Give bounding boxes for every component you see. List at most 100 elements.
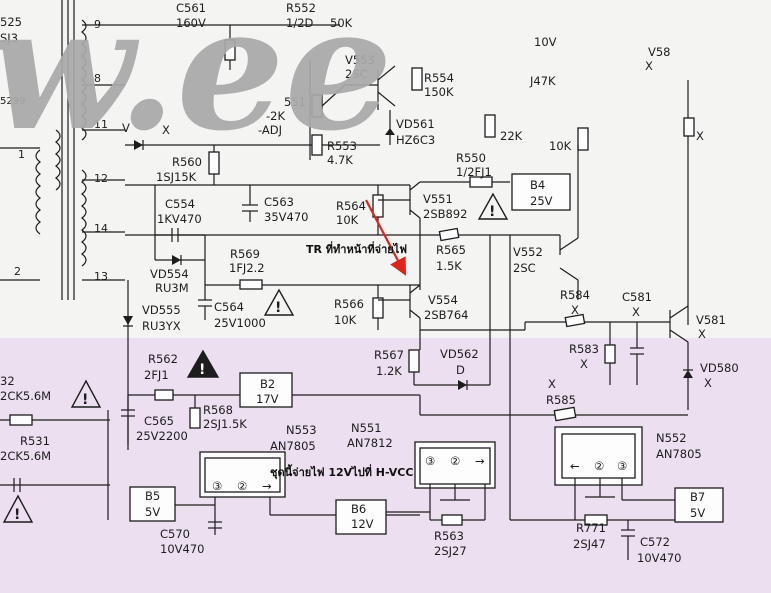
annotation-arrow <box>365 199 407 276</box>
b6-voltage: 12V <box>351 517 374 531</box>
warning-triangle-icon: ! <box>186 349 220 378</box>
r554-value: 150K <box>424 85 454 99</box>
r565-value: 1.5K <box>436 259 462 273</box>
n552-pin-2: ② <box>594 459 604 473</box>
c581-x-label: X <box>632 305 640 319</box>
r564-value: 10K <box>336 213 359 227</box>
b5-label: B5 <box>145 489 160 503</box>
pin-label-13: 13 <box>94 270 108 283</box>
r553-value: 4.7K <box>327 153 353 167</box>
v553-value: 2SC <box>345 67 368 81</box>
c561-label: C561 <box>176 1 206 15</box>
n551-pin-2: ② <box>450 454 460 468</box>
r47k-label: J47K <box>529 74 556 88</box>
r583-x-label: X <box>580 357 588 371</box>
v553-area <box>309 60 695 325</box>
n551-pin-1: → <box>475 454 485 468</box>
vd554-label: VD554 <box>150 267 189 281</box>
r5299-label: 5299 <box>0 96 25 107</box>
vd562-d-label: D <box>456 363 465 377</box>
b4-label: B4 <box>530 178 545 192</box>
warning-triangle-icon: ! <box>2 494 34 523</box>
r568-label: R568 <box>203 403 233 417</box>
b2-voltage: 17V <box>256 392 279 406</box>
v551-label: V551 <box>423 192 453 206</box>
pin-label-9: 9 <box>94 18 101 31</box>
b2-area <box>121 372 688 445</box>
r10k-label: 10K <box>549 139 572 153</box>
r585-label: R585 <box>546 393 576 407</box>
r531-label: R531 <box>20 434 50 448</box>
pin-label-14: 14 <box>94 222 108 235</box>
r562-label: R562 <box>148 352 178 366</box>
r525-value: SJ3 <box>0 31 18 45</box>
n551-area <box>335 441 496 535</box>
v551-area <box>125 145 579 520</box>
c572-value: 10V470 <box>637 551 681 565</box>
c565-label: C565 <box>144 414 174 428</box>
v553-label: V553 <box>345 53 375 67</box>
vd580-label: VD580 <box>700 361 739 375</box>
pin-label-12: 12 <box>94 172 108 185</box>
c561-value: 160V <box>176 16 206 30</box>
n552-pin-3: ③ <box>617 459 627 473</box>
svg-text:!: ! <box>14 507 20 523</box>
r525-label: 525 <box>0 15 22 29</box>
n551-value: AN7812 <box>347 436 393 450</box>
r583-label: R583 <box>569 342 599 356</box>
n552-area <box>510 426 724 560</box>
vd555-label: VD555 <box>142 303 181 317</box>
pin-label-1: 1 <box>18 148 25 161</box>
vd-label: V <box>122 121 130 135</box>
n552-label: N552 <box>656 431 687 445</box>
n553-pin-1: → <box>262 479 272 493</box>
v554-value: 2SB764 <box>424 308 468 322</box>
b7-voltage: 5V <box>690 506 705 520</box>
v581-x-label: X <box>698 327 706 341</box>
pin-label-2: 2 <box>14 265 21 278</box>
r552-value2: 50K <box>330 16 353 30</box>
pin-label-8: 8 <box>94 72 101 85</box>
c564-value: 25V1000 <box>214 316 266 330</box>
svg-text:!: ! <box>275 300 281 316</box>
vd-x-label: X <box>162 123 170 137</box>
vd555-value: RU3YX <box>142 319 181 333</box>
r552-value: 1/2D <box>286 16 314 30</box>
pin-label-11: 11 <box>94 118 108 131</box>
r584-x-label: X <box>571 303 579 317</box>
n553-pin-3: ③ <box>212 479 222 493</box>
r551-label: 551 <box>284 95 306 109</box>
n551-pin-3: ③ <box>425 454 435 468</box>
n552-pin-1: ← <box>570 459 580 473</box>
r566-value: 10K <box>334 313 357 327</box>
r567-label: R567 <box>374 348 404 362</box>
r563-label: R563 <box>434 529 464 543</box>
r550-value: 1/2FJ1 <box>456 165 492 179</box>
r562-value: 2FJ1 <box>144 368 169 382</box>
c554-label: C554 <box>165 197 195 211</box>
v554-area <box>372 284 693 410</box>
v58x-x-label: X <box>645 59 653 73</box>
watermark-text: w.ee <box>0 0 393 169</box>
vd561-value: HZ6C3 <box>396 133 435 147</box>
b7-label: B7 <box>690 490 705 504</box>
b4-voltage: 25V <box>530 194 553 208</box>
r22k-label: 22K <box>500 129 523 143</box>
c581-label: C581 <box>622 290 652 304</box>
r551-value: -2K <box>266 109 285 123</box>
r552-label: R552 <box>286 1 316 15</box>
r532-label: 32 <box>0 374 15 388</box>
r560-value: 1SJ15K <box>156 170 197 184</box>
v552-value: 2SC <box>513 261 536 275</box>
r-x-right-label: X <box>696 129 704 143</box>
r771-label: R771 <box>576 521 606 535</box>
r569-value: 1FJ2.2 <box>229 261 265 275</box>
rectifier-area <box>154 185 420 320</box>
n553-pin-2: ② <box>237 479 247 493</box>
r771-value: 2SJ47 <box>573 537 606 551</box>
r566-label: R566 <box>334 297 364 311</box>
r553-label: R553 <box>327 139 357 153</box>
r563-value: 2SJ27 <box>434 544 467 558</box>
vd561-label: VD561 <box>396 117 435 131</box>
